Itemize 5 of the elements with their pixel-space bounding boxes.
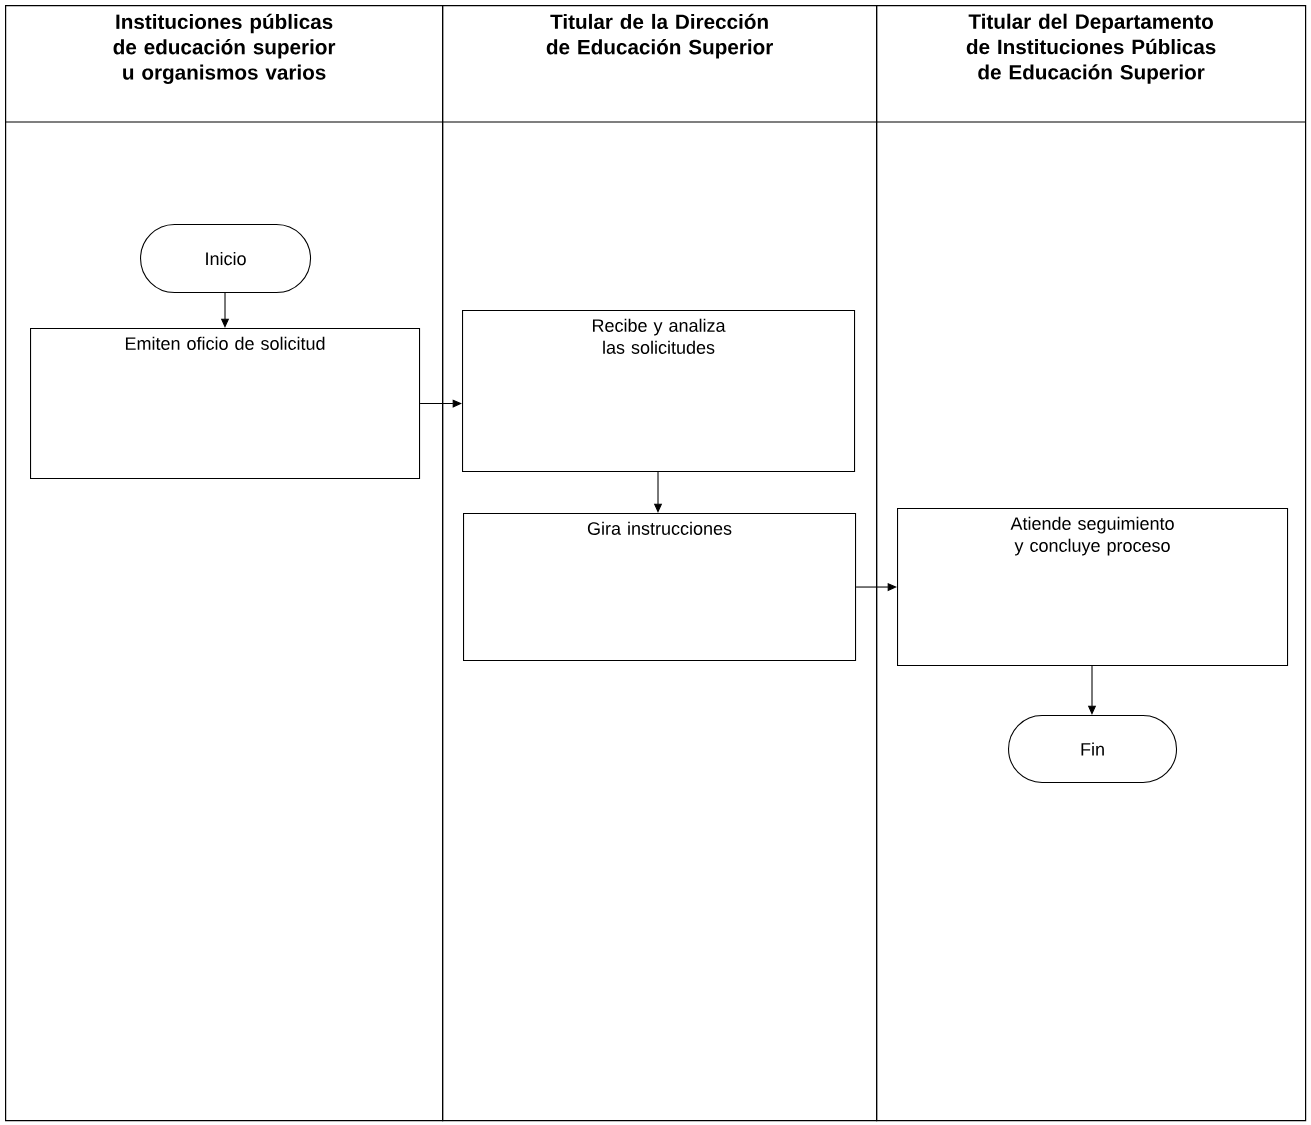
process-box: Recibe y analiza las solicitudes <box>462 310 856 473</box>
arrow <box>419 399 462 408</box>
process-box: Gira instrucciones <box>463 513 857 662</box>
process-box: Emiten oficio de solicitud <box>30 328 421 480</box>
process-box: Atiende seguimiento y concluye proceso <box>897 508 1289 667</box>
